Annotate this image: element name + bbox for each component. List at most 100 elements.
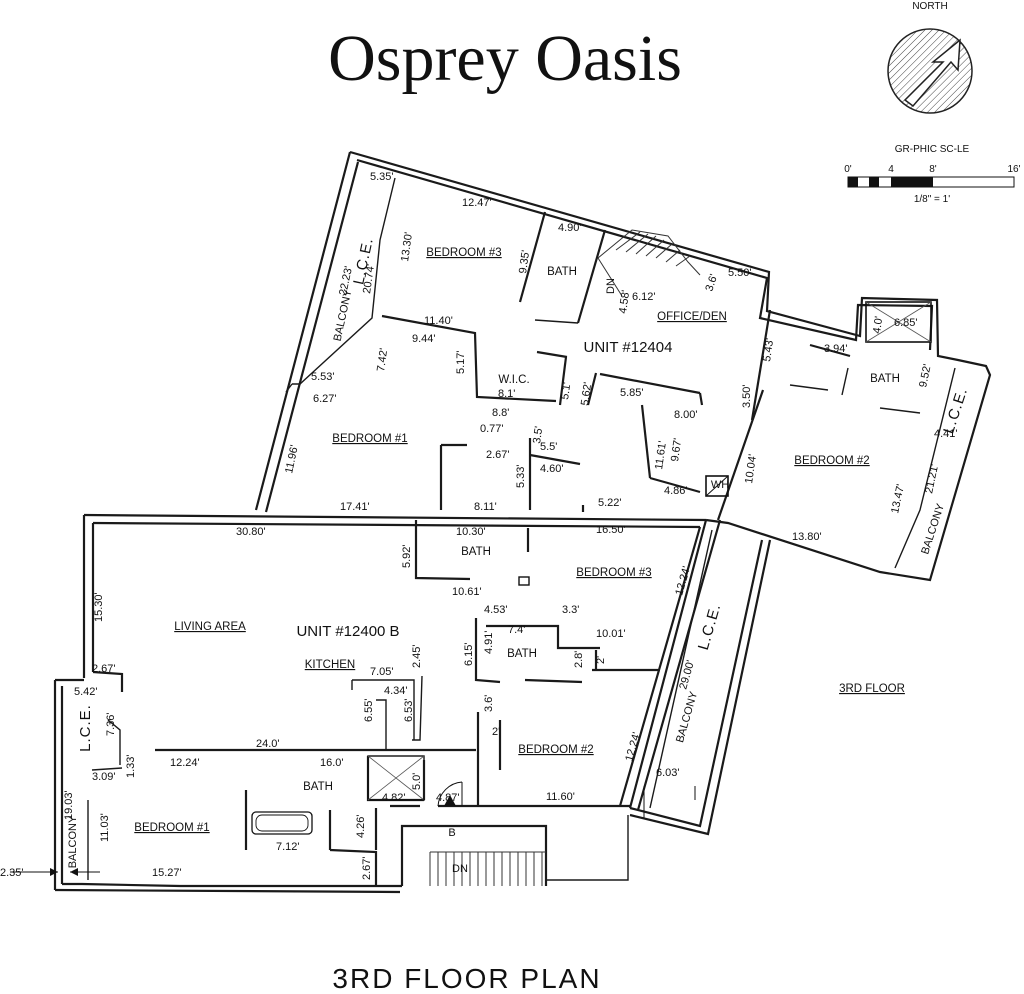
dimension-label: 3.94' [824,343,848,355]
north-arrow-icon [887,28,973,114]
dimension-label: 4.0' [871,316,885,335]
dimension-label: 7.12' [276,841,300,853]
dimension-label: 11.03' [99,813,111,842]
dimension-label: 20.74' [361,263,377,294]
dimension-label: 7.05' [370,666,394,678]
balcony-label: BALCONY [67,815,79,868]
dimension-label: 13.80' [792,531,822,543]
dimension-label: 2.67' [486,449,510,461]
room-label: BATH [507,648,537,660]
dimension-label: 24.0' [256,738,280,750]
dimension-label: 30.80' [236,526,266,538]
room-label: KITCHEN [305,659,355,671]
dimension-label: 1.33' [125,754,137,778]
upper-unit-walls [254,150,992,582]
dimension-label: 2.67' [92,663,116,675]
dimension-label: 9.35' [517,249,532,274]
dimension-label: 7.42' [375,347,390,372]
lce-balcony-labels: L.C.E. BALCONY L.C.E. BALCONY L.C.E. BAL… [67,236,971,875]
dimension-label: 11.60' [546,791,575,803]
dimension-label: 16.50' [596,524,626,536]
room-label: BEDROOM #2 [518,744,593,756]
dimension-label: 4.91' [483,630,495,654]
dimension-label: 12.24' [170,757,200,769]
north-label: NORTH [912,1,947,12]
dimension-label: 4.90' [558,222,582,234]
dimension-label: 6.53' [403,698,415,722]
unit-12404-label: UNIT #12404 [584,339,673,356]
footer-title: 3RD FLOOR PLAN [332,963,601,994]
dimension-label: 4.86' [664,485,688,497]
dimension-label: 3.5' [531,426,545,445]
dimension-label: 5.42' [74,686,98,698]
dimension-label: 9.52' [917,363,934,388]
dimension-label: 5.53' [311,371,335,383]
dimension-label: 2.8' [573,651,585,668]
balcony-label: BALCONY [919,502,947,556]
dimension-label: 10.04' [743,453,759,484]
dimension-label: 2.35' [0,867,24,879]
dimension-label: 2' [492,726,500,738]
dimension-label: 3.50' [741,384,753,408]
dimension-label: 17.41' [340,501,370,513]
dimension-label: 6.27' [313,393,337,405]
unit-labels: UNIT #12404 UNIT #12400 B [296,339,672,640]
balcony-label: BALCONY [674,690,700,744]
dimension-label: 8.11' [474,501,497,513]
dimension-label: 2.45' [411,644,423,668]
dimension-label: 4.53' [484,604,508,616]
dimension-label: 4.82' [382,792,406,804]
dimension-label: 4.60' [540,463,564,475]
dimension-label: 6.15' [463,642,475,666]
dimension-label: 13.47' [889,483,907,514]
scale-tick-label: 16' [1007,164,1020,175]
dimension-label: 7.4' [508,624,525,636]
scale-tick-label: 4 [888,164,894,175]
graphic-scale: GR-PHIC SC-LE 0' 4 8' 16' 1/8" = 1' [844,144,1020,205]
room-label: BEDROOM #1 [332,433,407,445]
dimension-label: 5.85' [620,387,644,399]
dimension-label: 10.30' [456,526,486,538]
dimension-label: 16.0' [320,757,344,769]
entry-label: B [448,827,455,839]
stair-dn-label: DN [605,278,617,294]
dimension-label: 4.41' [934,428,958,440]
dimension-label: 5.62' [579,381,594,406]
dimension-label: 11.61' [653,440,669,470]
room-label: BEDROOM #3 [576,567,651,579]
dimension-label: 2' [595,656,607,664]
dimension-label: 19.03' [63,790,75,820]
scale-tick-label: 8' [929,164,937,175]
north-arrow: NORTH [887,1,973,114]
dimension-label: 4.34' [384,685,408,697]
dimension-label: 15.30' [93,592,105,622]
lce-label: L.C.E. [695,601,724,652]
scale-tick-label: 0' [844,164,852,175]
dimension-label: 4.58' [617,289,632,314]
dimension-labels: 5.35' 12.47' 4.90' 13.30' 22.23' 20.74' … [0,171,958,880]
dimension-label: 8.1' [498,388,515,400]
dimension-label: 3.6' [703,273,720,293]
dimension-label: 9.67' [669,437,684,462]
dimension-label: 12.24' [623,731,643,763]
dimension-label: 10.01' [596,628,626,640]
dimension-label: 12.47' [462,197,492,209]
dimension-label: 5.0' [411,773,423,790]
lower-unit-walls [10,513,772,894]
room-label: BEDROOM #1 [134,822,209,834]
dimension-label: 3.09' [92,771,116,783]
dimension-label: 8.00' [674,409,698,421]
room-label: BATH [461,546,491,558]
dimension-label: 15.27' [152,867,182,879]
dimension-label: 21.21' [923,463,941,494]
dimension-label: 6.55' [363,698,375,722]
floor-label: 3RD FLOOR [839,683,905,695]
scale-ratio: 1/8" = 1' [914,194,950,205]
room-label: OFFICE/DEN [657,311,727,323]
lce-label: L.C.E. [77,704,94,752]
dimension-label: 8.8' [492,407,509,419]
room-label: BATH [870,373,900,385]
page-title: Osprey Oasis [328,22,682,95]
